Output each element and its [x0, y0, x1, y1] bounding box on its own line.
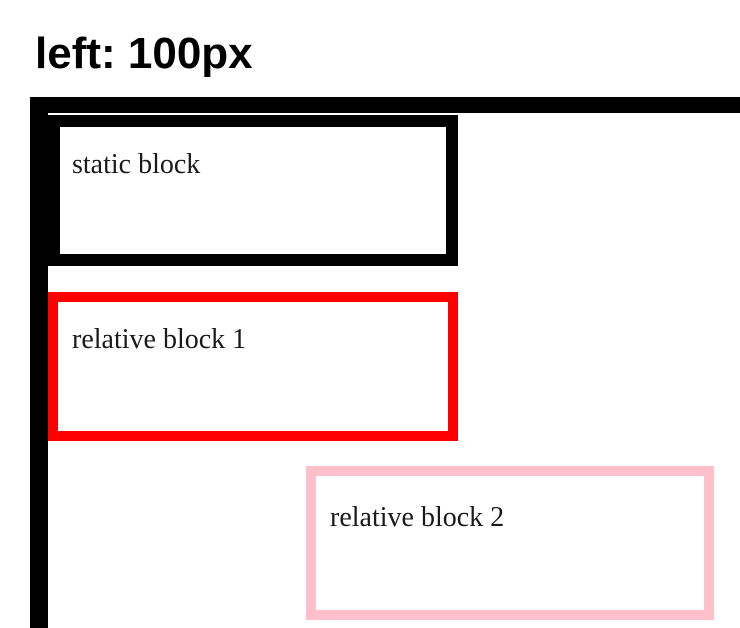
page-title: left: 100px [35, 29, 253, 78]
static-block-label: static block [72, 149, 201, 180]
relative-block-1: relative block 1 [48, 292, 458, 441]
container-left-border [30, 97, 48, 628]
relative-block-1-label: relative block 1 [72, 324, 247, 355]
container-top-border [30, 97, 740, 113]
relative-block-2: relative block 2 [306, 466, 714, 620]
relative-block-2-label: relative block 2 [330, 502, 505, 533]
static-block: static block [48, 115, 458, 266]
